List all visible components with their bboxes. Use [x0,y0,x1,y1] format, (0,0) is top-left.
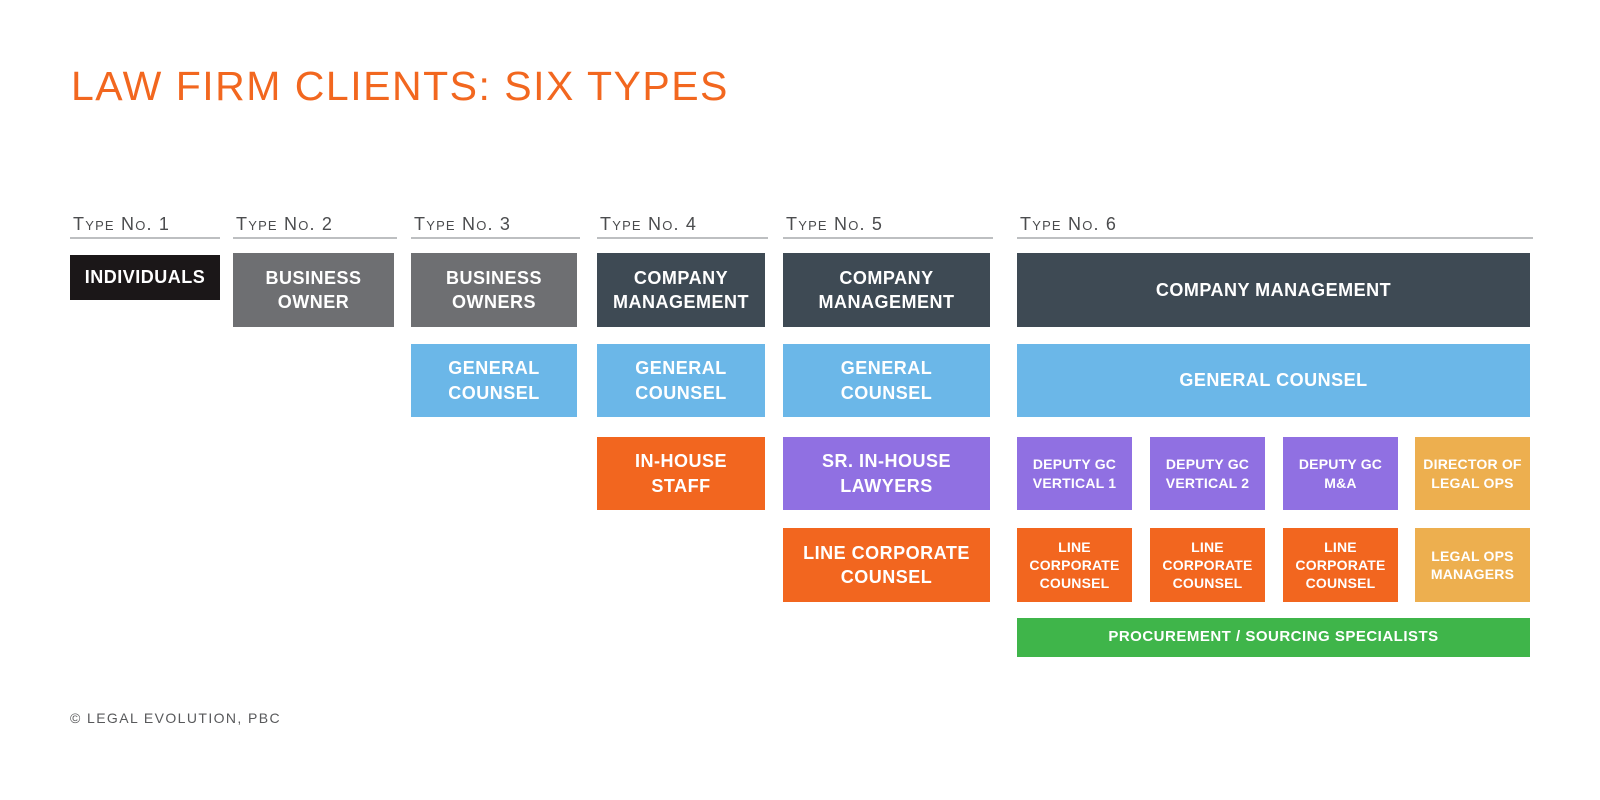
column-header-type-5: Type No. 5 [783,210,993,239]
box-legal-ops-managers: LEGAL OPS MANAGERS [1415,528,1530,602]
box-general-counsel-type-3: GENERAL COUNSEL [411,344,577,417]
box-deputy-gc-ma: DEPUTY GC M&A [1283,437,1398,510]
box-individuals: INDIVIDUALS [70,255,220,300]
box-line-corporate-counsel-type-5: LINE CORPORATE COUNSEL [783,528,990,602]
box-business-owner: BUSINESS OWNER [233,253,394,327]
box-deputy-gc-vertical-1: DEPUTY GC VERTICAL 1 [1017,437,1132,510]
box-deputy-gc-vertical-2: DEPUTY GC VERTICAL 2 [1150,437,1265,510]
copyright-note: © LEGAL EVOLUTION, PBC [70,710,281,726]
box-in-house-staff: IN-HOUSE STAFF [597,437,765,510]
box-company-management-type-4: COMPANY MANAGEMENT [597,253,765,327]
box-company-management-type-6: COMPANY MANAGEMENT [1017,253,1530,327]
column-header-type-2: Type No. 2 [233,210,397,239]
box-line-corporate-counsel-1: LINE CORPORATE COUNSEL [1017,528,1132,602]
box-general-counsel-type-5: GENERAL COUNSEL [783,344,990,417]
box-business-owners: BUSINESS OWNERS [411,253,577,327]
column-header-type-3: Type No. 3 [411,210,580,239]
column-header-type-6: Type No. 6 [1017,210,1533,239]
box-company-management-type-5: COMPANY MANAGEMENT [783,253,990,327]
slide-title: LAW FIRM CLIENTS: SIX TYPES [71,63,729,109]
box-sr-in-house-lawyers: SR. IN-HOUSE LAWYERS [783,437,990,510]
column-header-type-4: Type No. 4 [597,210,768,239]
box-director-of-legal-ops: DIRECTOR OF LEGAL OPS [1415,437,1530,510]
box-general-counsel-type-4: GENERAL COUNSEL [597,344,765,417]
box-general-counsel-type-6: GENERAL COUNSEL [1017,344,1530,417]
box-line-corporate-counsel-2: LINE CORPORATE COUNSEL [1150,528,1265,602]
box-procurement-sourcing-specialists: PROCUREMENT / SOURCING SPECIALISTS [1017,618,1530,657]
column-header-type-1: Type No. 1 [70,210,220,239]
box-line-corporate-counsel-3: LINE CORPORATE COUNSEL [1283,528,1398,602]
